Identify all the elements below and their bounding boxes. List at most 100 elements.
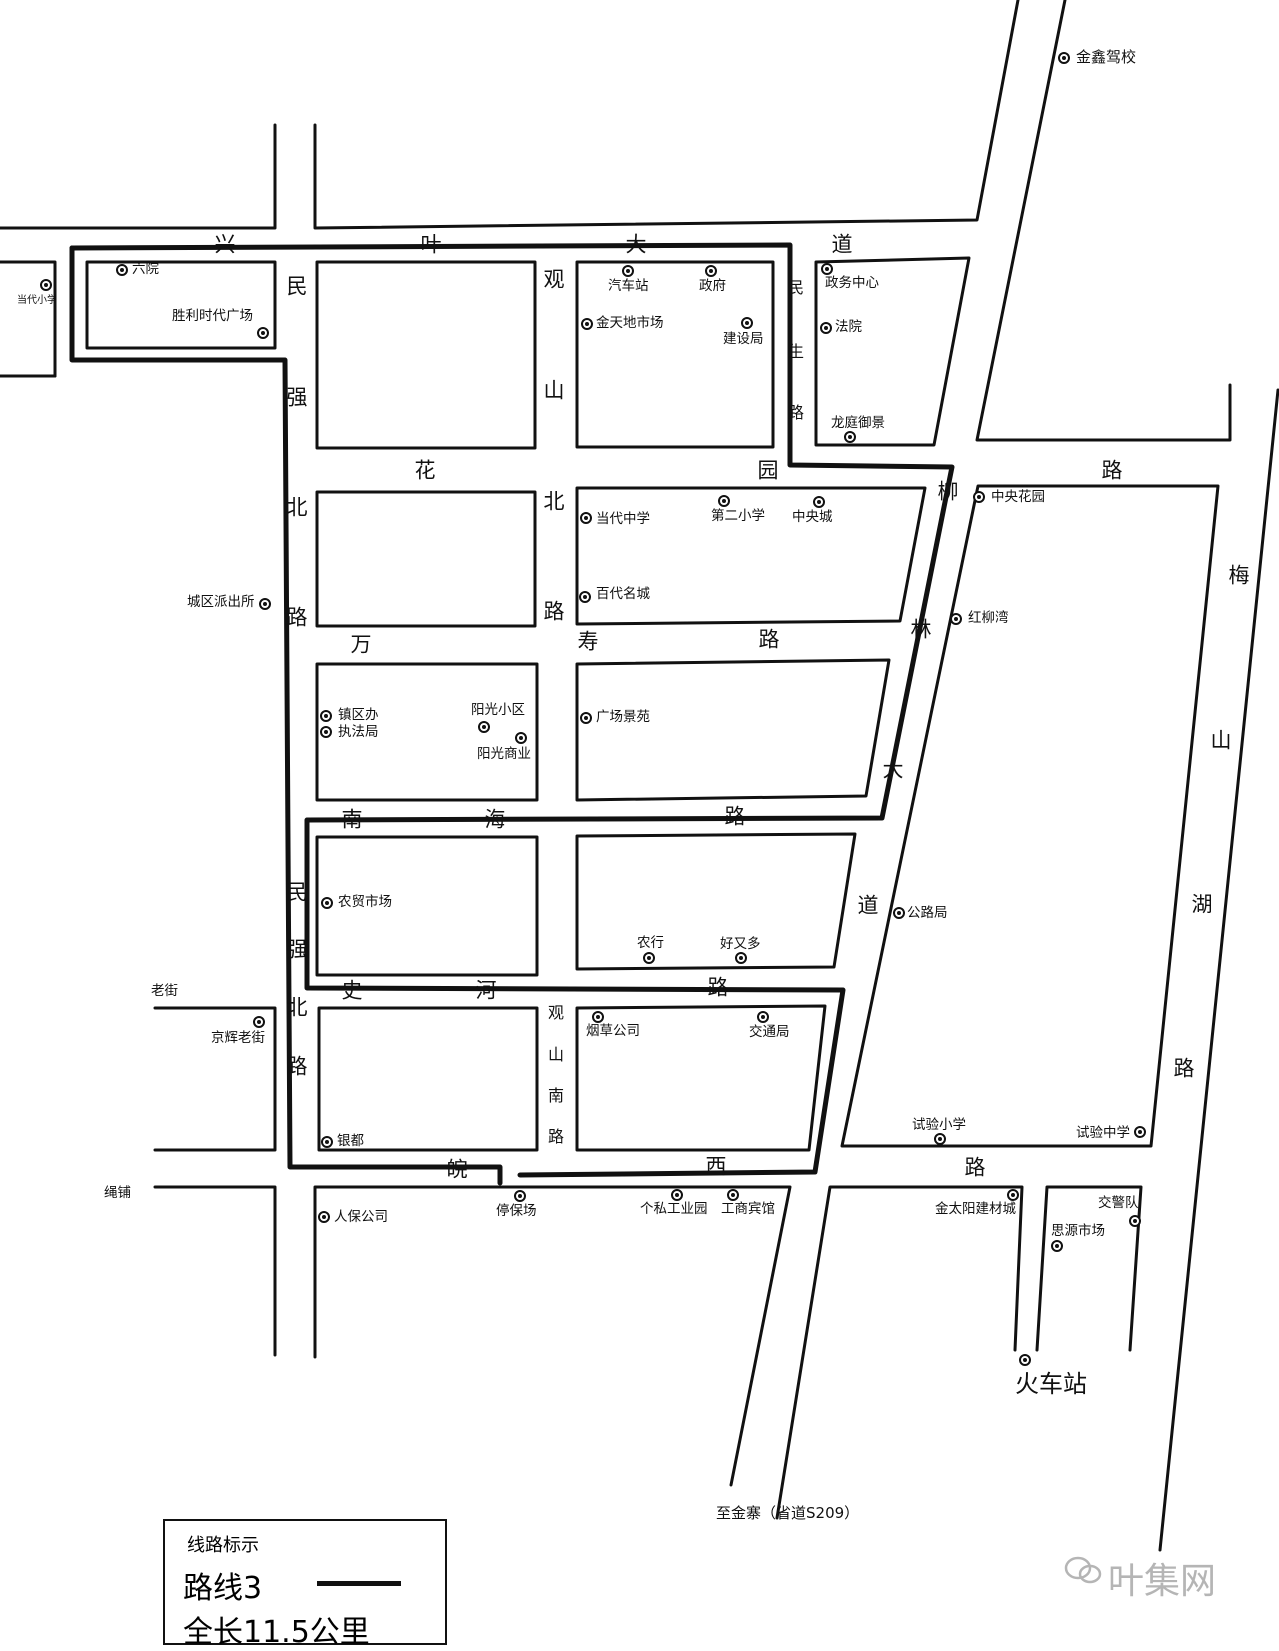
block	[814, 256, 971, 447]
road-edge	[1035, 1185, 1143, 1352]
poi-label: 交警队	[1098, 1195, 1139, 1211]
poi-marker-icon	[643, 952, 655, 964]
road-label-wanxi: 皖	[446, 1157, 468, 1182]
poi-marker-icon	[592, 1011, 604, 1023]
road-label-meishan: 湖	[1191, 892, 1213, 917]
road-label-minsheng: 民	[787, 278, 805, 297]
block	[575, 260, 775, 449]
road-label-guanshan: 观	[543, 267, 565, 292]
poi-marker-icon	[950, 613, 962, 625]
road-label-wanxi: 西	[705, 1154, 727, 1179]
poi-marker-icon	[1007, 1189, 1019, 1201]
poi-marker-icon	[671, 1189, 683, 1201]
poi-marker-icon	[579, 591, 591, 603]
road-label-huayuan: 园	[757, 458, 779, 483]
poi-label: 停保场	[496, 1203, 537, 1219]
road-label-guanshannan: 观	[547, 1003, 565, 1022]
poi-marker-icon	[705, 265, 717, 277]
legend-route-name: 路线3	[183, 1571, 263, 1606]
block	[317, 1006, 539, 1152]
poi-marker-icon	[580, 712, 592, 724]
legend-route-length: 全长11.5公里	[183, 1615, 370, 1650]
road-label-shihe: 河	[475, 978, 497, 1003]
poi-label: 金太阳建材城	[935, 1201, 1016, 1217]
road-label-minqiang: 民	[286, 274, 308, 299]
block	[575, 658, 891, 802]
poi-marker-icon	[757, 1011, 769, 1023]
poi-label: 公路局	[907, 905, 948, 921]
poi-marker-icon	[581, 318, 593, 330]
block	[840, 484, 1220, 1148]
poi-marker-icon	[253, 1016, 265, 1028]
road-label-liulin: 大	[882, 757, 904, 782]
poi-marker-icon	[321, 897, 333, 909]
road-edge	[0, 123, 277, 230]
road-label-meishan: 梅	[1228, 563, 1250, 588]
poi-marker-icon	[321, 1136, 333, 1148]
road-label-minqiang: 强	[286, 385, 308, 410]
poi-marker-icon	[257, 327, 269, 339]
road-label-guanshannan: 南	[547, 1086, 565, 1105]
road-edge	[153, 1185, 277, 1357]
poi-label: 中央花园	[991, 489, 1045, 505]
road-label-xingye: 大	[625, 232, 647, 257]
poi-marker-icon	[1134, 1126, 1146, 1138]
poi-marker-icon	[320, 726, 332, 738]
road-label-wanxi: 路	[964, 1155, 986, 1180]
road-label-liulin: 林	[910, 617, 932, 642]
poi-label: 阳光小区	[471, 702, 525, 718]
road-edge	[1158, 388, 1279, 1552]
poi-label: 烟草公司	[586, 1023, 640, 1039]
road-label-wanshou: 路	[758, 627, 780, 652]
poi-marker-icon	[1051, 1240, 1063, 1252]
road-label-meishan: 路	[1173, 1056, 1195, 1081]
poi-label: 火车站	[1015, 1370, 1087, 1398]
poi-marker-icon	[116, 264, 128, 276]
poi-marker-icon	[735, 952, 747, 964]
poi-marker-icon	[580, 512, 592, 524]
wechat-icon	[1064, 1556, 1102, 1584]
road-label-meishan: 山	[1210, 728, 1232, 753]
road-edge	[775, 1185, 1024, 1520]
road-label-minqiang-south: 民	[286, 880, 308, 905]
road-label-shihe: 史	[341, 978, 363, 1003]
road-label-guanshan: 山	[543, 378, 565, 403]
legend-box: 线路标示 路线3 全长11.5公里	[163, 1519, 447, 1650]
road-label-nanhai: 南	[341, 807, 363, 832]
poi-label: 老街	[151, 983, 178, 999]
poi-label: 金鑫驾校	[1076, 48, 1137, 66]
poi-marker-icon	[515, 732, 527, 744]
poi-marker-icon	[718, 495, 730, 507]
poi-marker-icon	[318, 1211, 330, 1223]
poi-label: 胜利时代广场	[172, 308, 253, 324]
road-edge	[153, 1006, 277, 1152]
road-label-guanshan: 北	[543, 489, 565, 514]
route-line	[69, 242, 955, 1178]
road-label-nanhai: 海	[484, 807, 506, 832]
legend-title: 线路标示	[187, 1535, 259, 1556]
poi-marker-icon	[320, 710, 332, 722]
poi-marker-icon	[844, 431, 856, 443]
poi-label: 执法局	[338, 724, 379, 740]
poi-marker-icon	[934, 1133, 946, 1145]
block	[85, 260, 277, 350]
poi-label: 阳光商业	[477, 746, 531, 762]
poi-label: 红柳湾	[968, 610, 1009, 626]
road-label-minqiang-south: 北	[286, 995, 308, 1020]
brand-watermark: 叶集网	[1108, 1561, 1217, 1602]
road-edge	[313, 0, 1020, 230]
road-edge	[313, 1185, 792, 1487]
poi-label: 金天地市场	[596, 315, 664, 331]
poi-marker-icon	[1129, 1215, 1141, 1227]
road-label-minsheng: 路	[787, 403, 805, 422]
legend-route-line	[317, 1581, 401, 1586]
poi-marker-icon	[821, 263, 833, 275]
block	[315, 835, 539, 977]
block	[315, 260, 537, 450]
road-label-guanshan: 路	[543, 599, 565, 624]
poi-marker-icon	[893, 907, 905, 919]
route-line	[69, 245, 503, 1186]
poi-marker-icon	[40, 279, 52, 291]
poi-label: 京辉老街	[211, 1030, 265, 1046]
